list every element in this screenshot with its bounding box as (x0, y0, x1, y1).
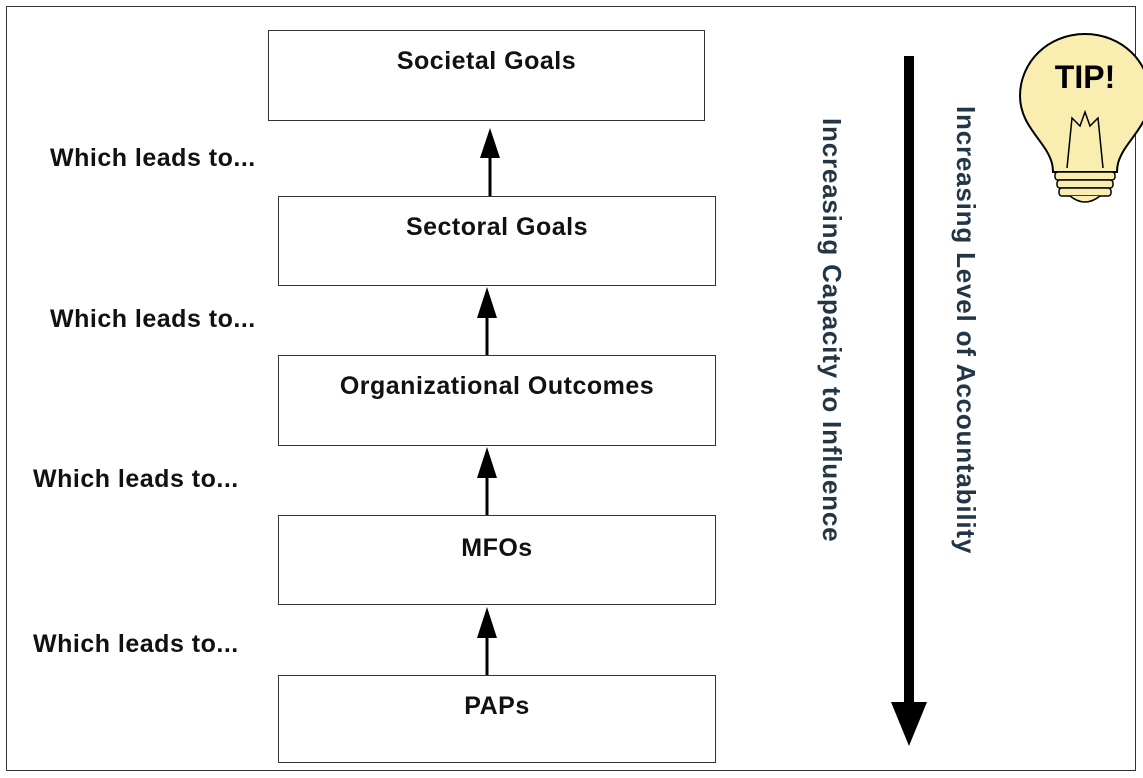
capacity-to-influence-label: Increasing Capacity to Influence (817, 118, 847, 543)
down-arrow (891, 56, 927, 746)
mfos-box: MFOs (278, 515, 716, 605)
paps-box: PAPs (278, 675, 716, 763)
societal-goals-box: Societal Goals (268, 30, 705, 121)
which-leads-to-label-4: Which leads to... (33, 630, 239, 658)
mfos-label: MFOs (461, 534, 533, 562)
up-arrow-4 (477, 607, 497, 675)
diagram-frame (6, 6, 1136, 771)
which-leads-to-label-2: Which leads to... (50, 305, 256, 333)
level-of-accountability-label: Increasing Level of Accountability (951, 106, 981, 555)
paps-label: PAPs (464, 692, 530, 720)
up-arrow-2 (477, 287, 497, 355)
which-leads-to-label-1: Which leads to... (50, 144, 256, 172)
up-arrow-3 (477, 447, 497, 515)
organizational-outcomes-label: Organizational Outcomes (339, 372, 655, 400)
organizational-outcomes-box: Organizational Outcomes (278, 355, 716, 446)
sectoral-goals-box: Sectoral Goals (278, 196, 716, 286)
up-arrow-1 (480, 128, 500, 196)
which-leads-to-label-3: Which leads to... (33, 465, 239, 493)
sectoral-goals-label: Sectoral Goals (405, 213, 589, 241)
tip-text: TIP! (1055, 59, 1115, 95)
tip-lightbulb-icon: TIP! (1018, 32, 1143, 203)
societal-goals-label: Societal Goals (396, 47, 577, 75)
